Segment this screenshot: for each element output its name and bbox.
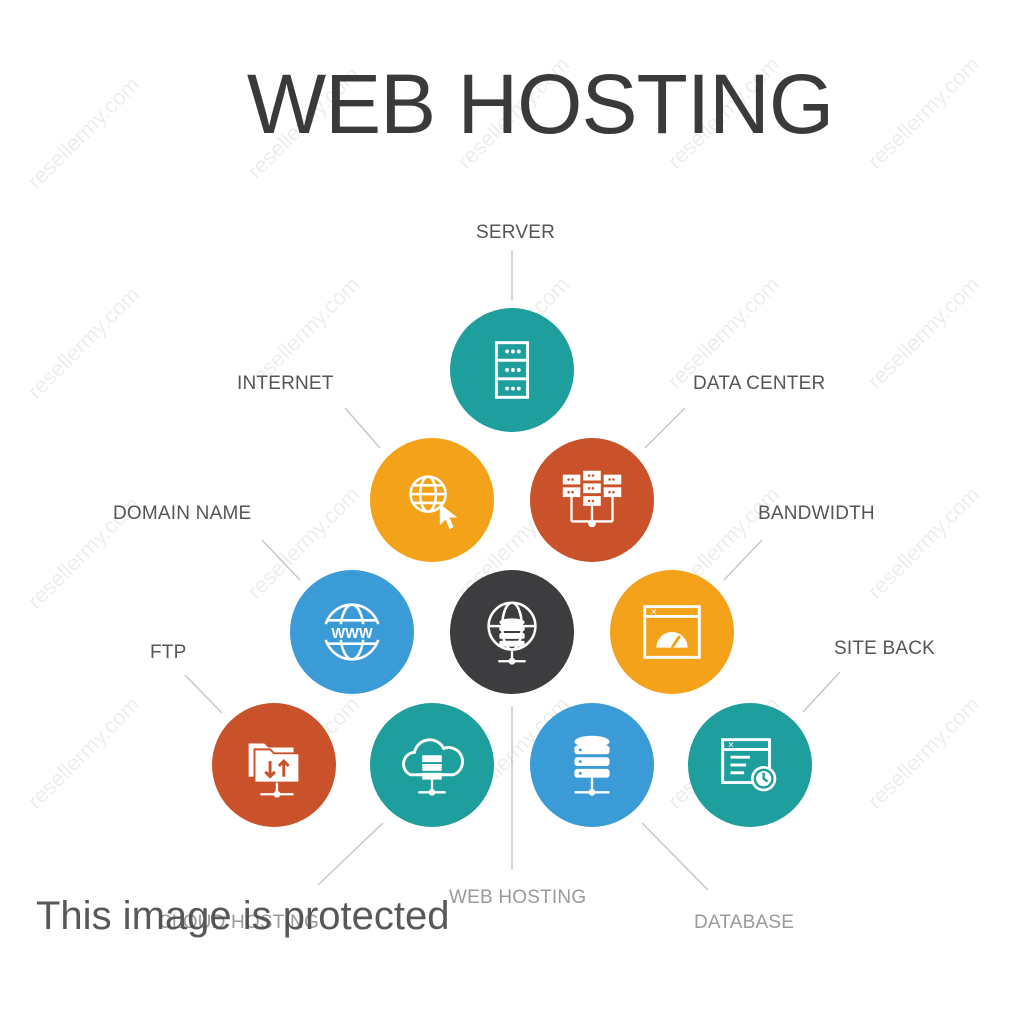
connector-bandwidth [723,539,763,581]
label-bandwidth: BANDWIDTH [758,503,875,524]
bandwidth-node[interactable]: ✕ [610,570,734,694]
cloud-hosting-node[interactable] [370,703,494,827]
gauge-window-icon: ✕ [643,605,701,659]
internet-node[interactable] [370,438,494,562]
label-domain-name: DOMAIN NAME [113,503,252,524]
connector-data-center [644,407,686,449]
label-cloud-hosting: CLOUD HOSTING [158,912,319,933]
svg-text:✕: ✕ [728,740,735,749]
label-internet: INTERNET [237,373,334,394]
database-node[interactable] [530,703,654,827]
database-network-icon [574,735,610,796]
cloud-server-icon [402,738,465,796]
site-back-node[interactable]: ✕ [688,703,812,827]
label-site-back: SITE BACK [834,638,936,659]
ftp-node[interactable] [212,703,336,827]
domain-name-node[interactable]: WWW [290,570,414,694]
connector-database [641,822,709,891]
label-database: DATABASE [694,912,795,933]
svg-text:✕: ✕ [651,607,658,616]
server-node[interactable] [450,308,574,432]
protected-watermark: This image is protected [36,894,450,938]
folder-transfer-icon [248,743,301,798]
page-title: WEB HOSTING [246,57,834,151]
connector-cloud-hosting [317,822,384,886]
globe-cursor-icon [409,475,458,530]
data-center-node[interactable] [530,438,654,562]
connector-ftp [184,674,223,714]
server-rack-icon [494,341,530,399]
window-clock-icon: ✕ [721,738,777,792]
label-web-hosting: WEB HOSTING [449,887,587,908]
label-data-center: DATA CENTER [693,373,826,394]
www-globe-icon: WWW [320,603,384,661]
connector-site-back [802,671,841,713]
label-server: SERVER [476,222,555,243]
connector-domain-name [261,539,301,581]
globe-database-icon [487,601,537,665]
data-center-icon [562,470,622,528]
label-ftp: FTP [150,642,187,663]
svg-text:WWW: WWW [331,626,373,642]
web-hosting-node[interactable] [450,570,574,694]
connector-internet [344,407,381,449]
